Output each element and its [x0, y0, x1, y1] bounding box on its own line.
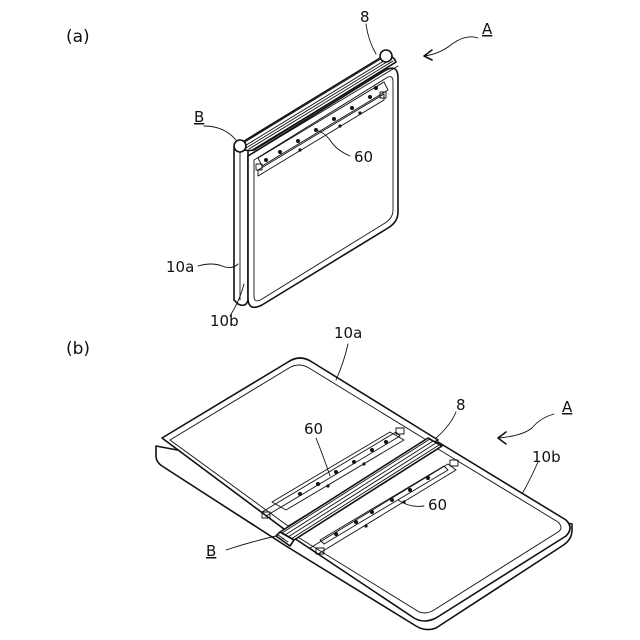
panel-b: (b) [66, 324, 573, 630]
label-10a-a: 10a [166, 258, 194, 276]
label-b-a: B [194, 108, 204, 126]
label-10b-a: 10b [210, 312, 239, 330]
label-8-b: 8 [456, 396, 466, 414]
label-assembly-a: A [482, 20, 493, 38]
leader-a-arrow-b [498, 414, 554, 438]
leader-8 [366, 24, 376, 54]
label-assembly-b: A [562, 398, 573, 416]
hinge-end-cap-b [234, 140, 246, 152]
leader-a-arrow [424, 37, 478, 56]
label-60-right: 60 [428, 496, 447, 514]
leader-b [204, 126, 236, 140]
panel-a-label: (a) [66, 27, 90, 47]
leader-10b-b [522, 462, 538, 494]
panel-a: (a) [66, 8, 493, 330]
hinge-end-cap [380, 50, 392, 62]
label-10a-b: 10a [334, 324, 362, 342]
panel-b-label: (b) [66, 339, 90, 359]
leader-b-b [226, 536, 276, 550]
housing-10a-edge [234, 142, 248, 306]
label-8-a: 8 [360, 8, 370, 26]
leader-10a-b [336, 344, 348, 380]
label-10b-b: 10b [532, 448, 561, 466]
label-60-a: 60 [354, 148, 373, 166]
leader-8-b [436, 412, 456, 438]
label-b-b: B [206, 542, 216, 560]
leader-10a [198, 264, 238, 268]
label-60-left: 60 [304, 420, 323, 438]
